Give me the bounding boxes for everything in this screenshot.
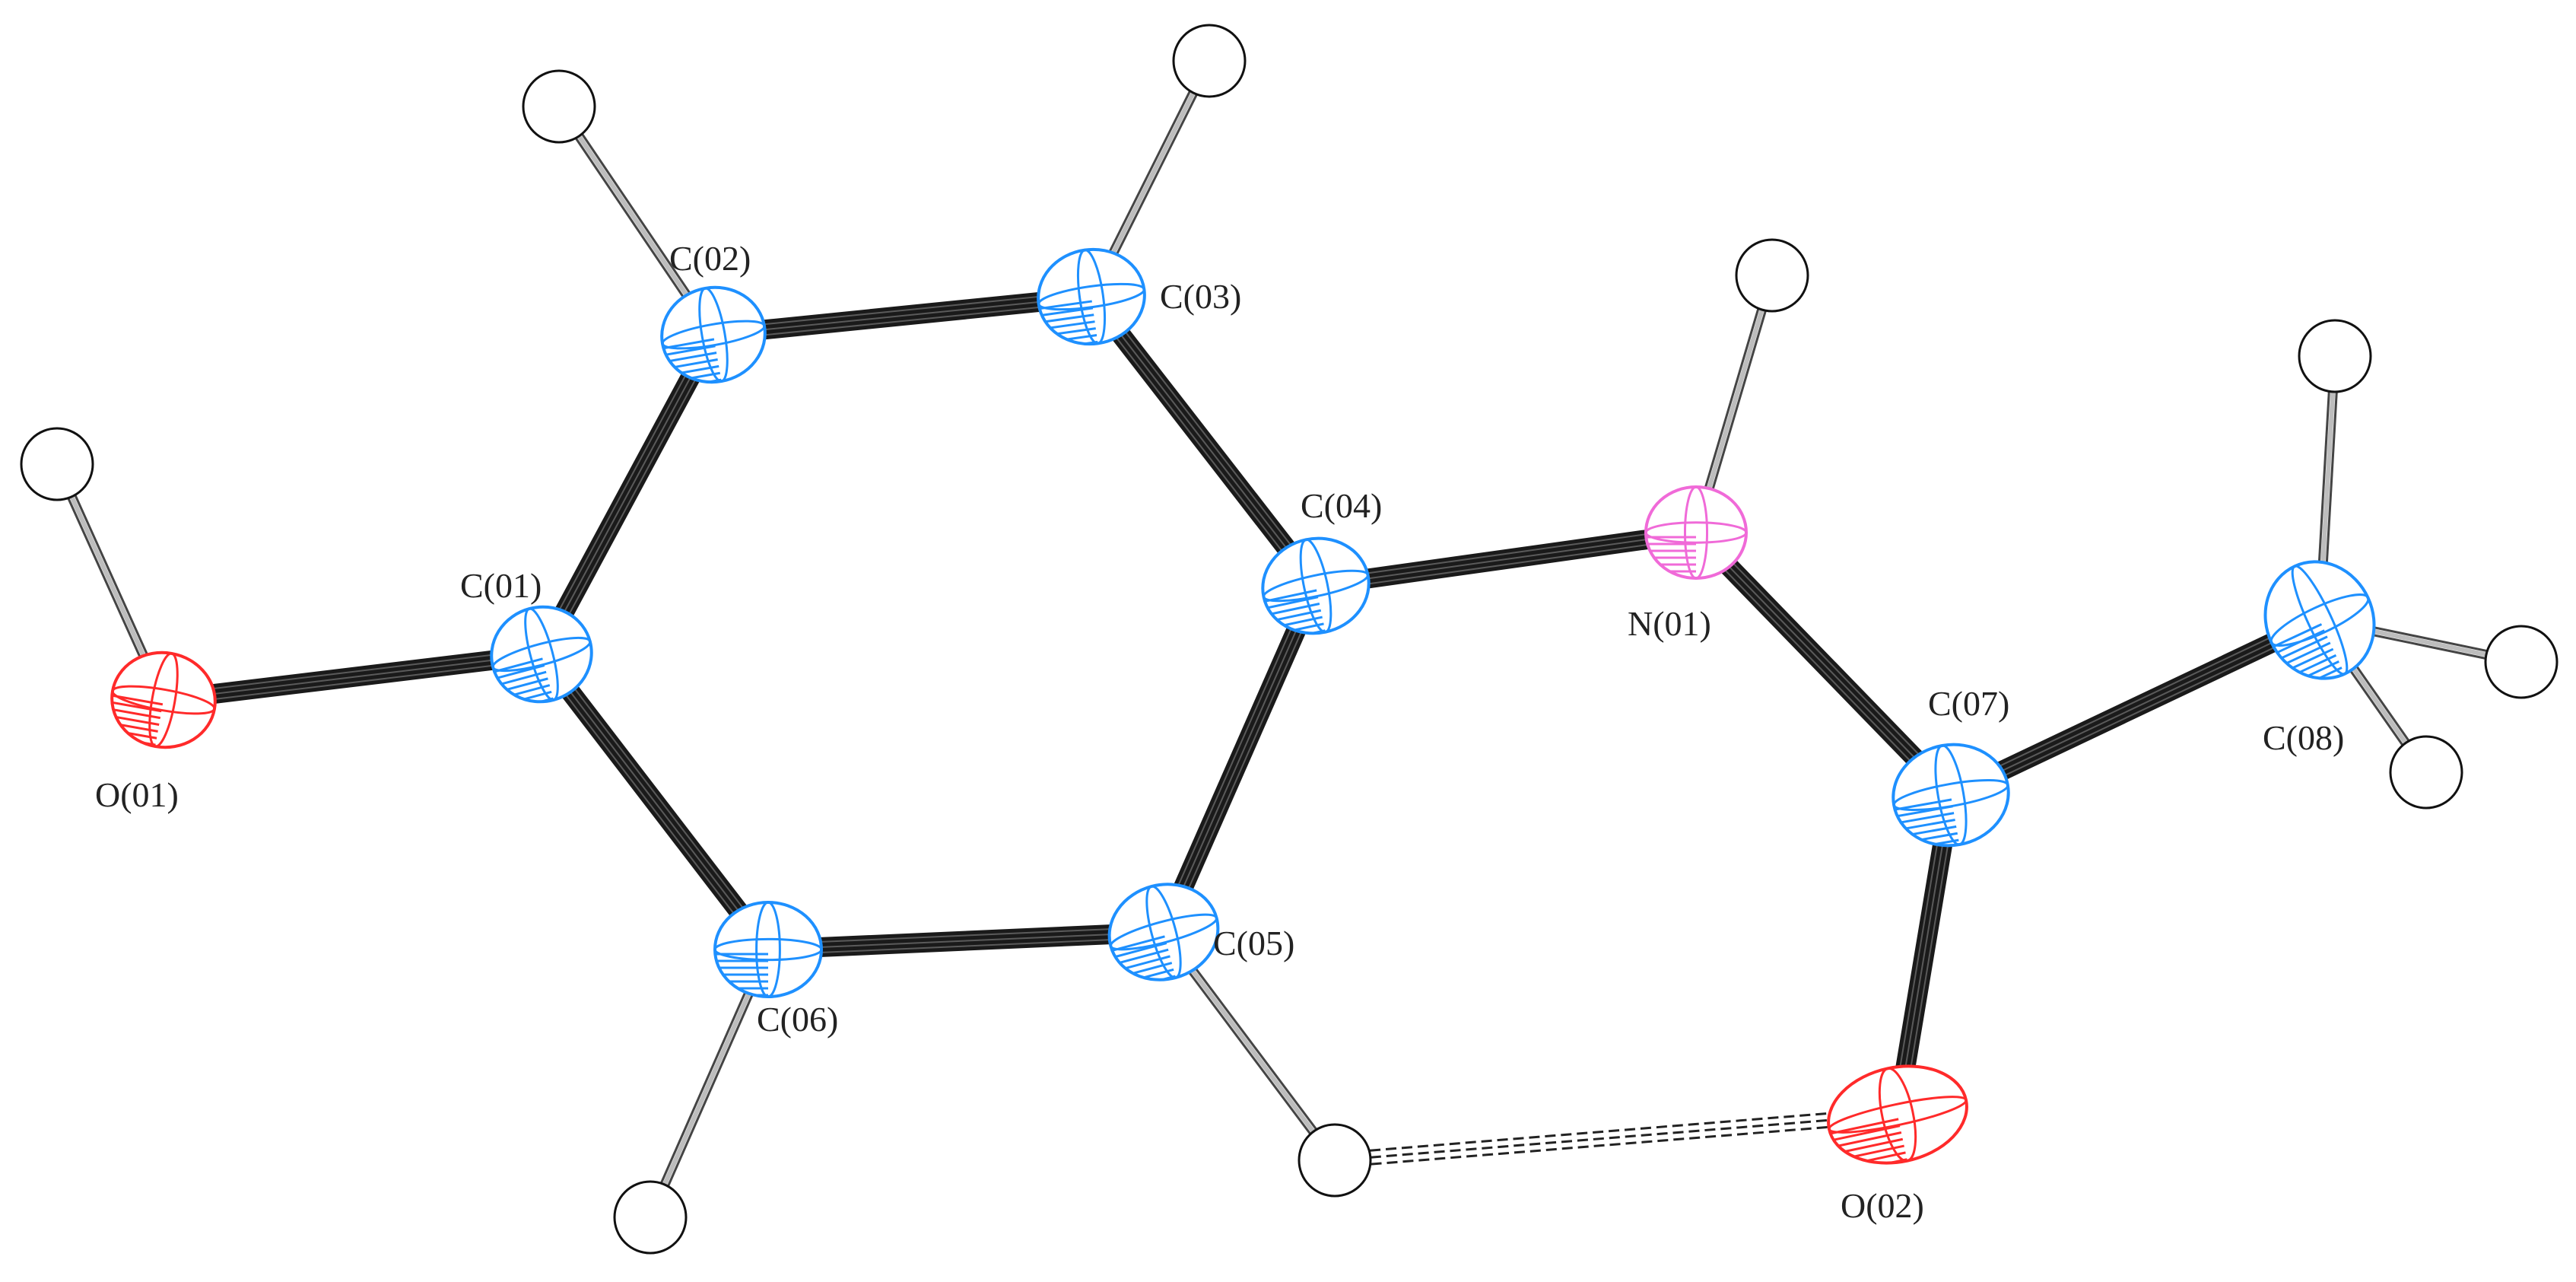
bond-c07-c08 xyxy=(1985,630,2283,786)
bond-c08-h_c08c xyxy=(2341,654,2410,746)
atom-c03 xyxy=(1037,247,1146,351)
bond-c03-h_c03 xyxy=(1104,91,1198,263)
atom-h-c03 xyxy=(1172,24,1247,98)
atom-n01 xyxy=(1644,485,1748,580)
label-c05: C(05) xyxy=(1213,924,1294,962)
label-c07: C(07) xyxy=(1928,684,2009,723)
bond-c03-c04 xyxy=(1108,322,1299,561)
bond-c04-n01 xyxy=(1354,528,1660,590)
bond-c06-c01 xyxy=(557,679,752,924)
atom-o02 xyxy=(1827,1064,1968,1175)
atoms-layer xyxy=(20,24,2559,1255)
label-c04: C(04) xyxy=(1301,486,1382,525)
atom-c08 xyxy=(2263,560,2376,697)
atom-o01 xyxy=(104,651,217,749)
bond-c01-o01 xyxy=(202,649,503,705)
labels-layer: C(01) C(02) C(03) C(04) C(05) C(06) C(07) C(08)… xyxy=(95,239,2344,1225)
atom-h-o01 xyxy=(20,427,94,501)
label-c03: C(03) xyxy=(1160,277,1241,316)
label-n01: N(01) xyxy=(1628,604,1711,643)
bonds-layer xyxy=(67,91,2488,1187)
bond-c06-h_c06 xyxy=(659,984,757,1187)
label-o01: O(01) xyxy=(95,775,179,814)
atom-h-c02 xyxy=(522,69,596,144)
bond-c05-c06 xyxy=(808,924,1124,958)
label-c08: C(08) xyxy=(2263,718,2344,757)
bond-c08-h_c08a xyxy=(2317,391,2338,575)
atom-c02 xyxy=(660,285,767,390)
label-c02: C(02) xyxy=(669,239,751,278)
atom-h-c05 xyxy=(1298,1123,1372,1198)
atom-c05 xyxy=(1107,883,1220,992)
bond-h_c05-o02 xyxy=(1369,1109,1859,1166)
bond-c02-h_c02 xyxy=(574,133,695,304)
bond-c04-c05 xyxy=(1170,619,1309,899)
atom-h-c08c xyxy=(2389,735,2463,810)
atom-c07 xyxy=(1892,743,2010,855)
bond-o01-h_o01 xyxy=(67,495,152,666)
label-c01: C(01) xyxy=(460,566,542,605)
atom-h-c06 xyxy=(613,1180,688,1255)
bond-n01-c07 xyxy=(1716,553,1929,771)
atom-c06 xyxy=(713,901,823,998)
bond-c02-c03 xyxy=(752,291,1053,341)
bond-c05-h_c05 xyxy=(1183,961,1318,1135)
label-c06: C(06) xyxy=(757,1000,838,1039)
bond-c07-o02 xyxy=(1894,835,1954,1077)
bond-c08-h_c08b xyxy=(2362,624,2488,660)
bond-c01-c02 xyxy=(551,365,704,624)
atom-h-c08a xyxy=(2298,319,2372,393)
bond-n01-h_n01 xyxy=(1702,308,1767,497)
atom-h-n01 xyxy=(1735,238,1809,313)
atom-h-c08b xyxy=(2484,625,2559,699)
label-o02: O(02) xyxy=(1841,1186,1924,1225)
atom-c04 xyxy=(1261,536,1371,643)
